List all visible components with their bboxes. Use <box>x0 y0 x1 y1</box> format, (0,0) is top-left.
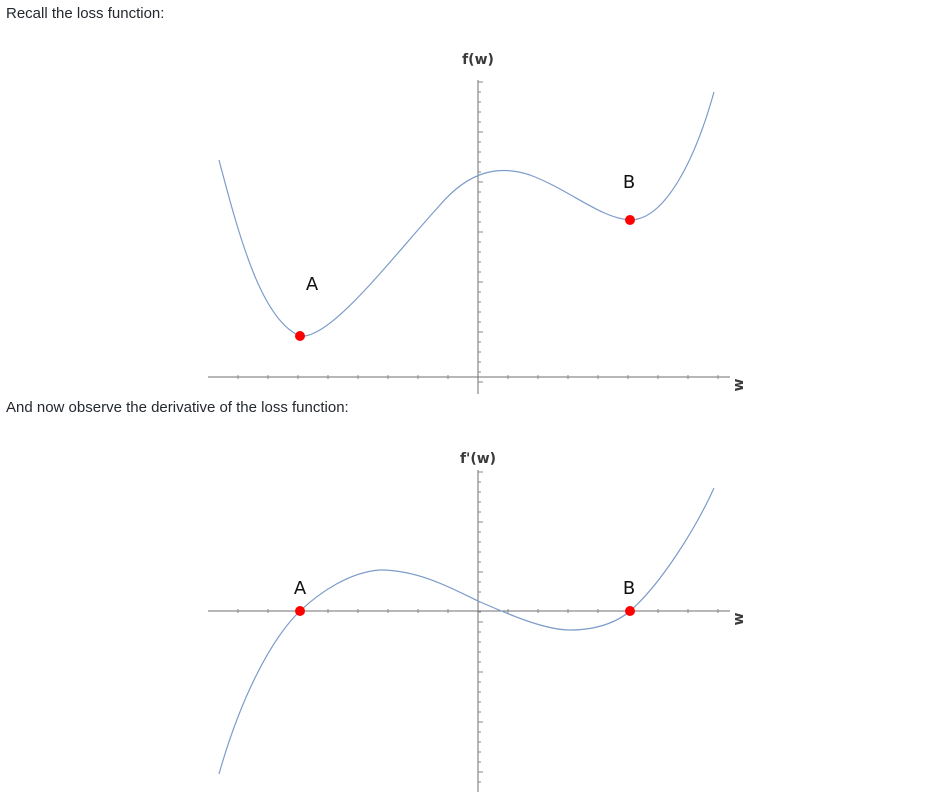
intro-text: Recall the loss function: <box>6 5 165 22</box>
loss-function-plot: f(w) w A B <box>208 52 747 394</box>
derivative-curve <box>218 487 715 775</box>
x-axis <box>208 375 730 379</box>
point-b-label: B <box>623 578 635 599</box>
point-b-marker <box>625 215 635 225</box>
point-a-marker <box>295 331 305 341</box>
point-b-label: B <box>623 172 635 193</box>
x-axis-label: w <box>731 612 747 625</box>
point-a-label: A <box>294 578 307 599</box>
y-axis-label: f'(w) <box>460 451 496 467</box>
x-axis-label: w <box>731 378 747 391</box>
x-axis <box>208 609 730 613</box>
point-a-label: A <box>306 274 319 295</box>
y-axis <box>477 470 483 792</box>
y-axis <box>477 80 483 394</box>
point-a-marker <box>295 606 305 616</box>
derivative-plot: f'(w) w A B <box>208 451 747 792</box>
y-axis-label: f(w) <box>462 52 494 68</box>
loss-curve <box>218 91 715 337</box>
derivative-intro-text: And now observe the derivative of the lo… <box>6 399 349 416</box>
point-b-marker <box>625 606 635 616</box>
